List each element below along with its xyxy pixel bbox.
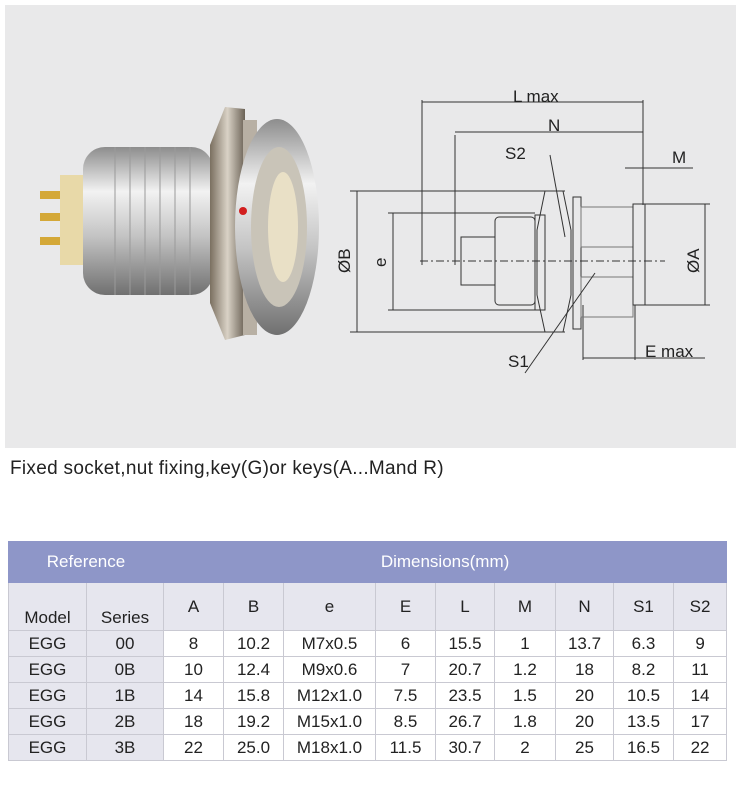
table-cell: M12x1.0 <box>283 682 376 709</box>
table-cell: 18 <box>163 708 224 735</box>
reference-header: Reference <box>8 541 164 583</box>
table-cell: EGG <box>8 708 87 735</box>
dimension-drawing <box>350 100 710 374</box>
table-cell: 20.7 <box>435 656 495 683</box>
table-cell: EGG <box>8 630 87 657</box>
table-cell: 14 <box>163 682 224 709</box>
table-cell: M15x1.0 <box>283 708 376 735</box>
column-header: M <box>494 582 556 631</box>
table-cell: M9x0.6 <box>283 656 376 683</box>
column-header: B <box>223 582 284 631</box>
table-cell: 8.5 <box>375 708 436 735</box>
table-cell: M18x1.0 <box>283 734 376 761</box>
table-cell: 3B <box>86 734 164 761</box>
table-cell: 2B <box>86 708 164 735</box>
table-cell: 10 <box>163 656 224 683</box>
column-header: S1 <box>613 582 674 631</box>
label-s2: S2 <box>505 144 526 163</box>
table-cell: 1.2 <box>494 656 556 683</box>
table-cell: 1.8 <box>494 708 556 735</box>
column-header: S2 <box>672 582 728 631</box>
table-cell: 6.3 <box>613 630 674 657</box>
table-cell: 13.5 <box>613 708 674 735</box>
label-dia-b: ØB <box>335 248 354 273</box>
table-cell: 16.5 <box>613 734 674 761</box>
table-cell: 25 <box>555 734 614 761</box>
table-cell: 15.8 <box>223 682 284 709</box>
table-cell: EGG <box>8 734 87 761</box>
table-cell: 7 <box>375 656 436 683</box>
group-header-row: Reference Dimensions(mm) <box>8 541 728 583</box>
product-figure: L max N M S2 S1 E max ØB e ØA <box>5 5 736 448</box>
table-cell: EGG <box>8 682 87 709</box>
table-cell: 1 <box>494 630 556 657</box>
dimensions-header: Dimensions(mm) <box>162 541 728 583</box>
table-cell: 17 <box>672 708 728 735</box>
table-cell: 22 <box>163 734 224 761</box>
dimensions-table: Reference Dimensions(mm) Model Series A … <box>8 541 728 761</box>
table-cell: 25.0 <box>223 734 284 761</box>
table-cell: 19.2 <box>223 708 284 735</box>
table-cell: 11 <box>672 656 728 683</box>
table-cell: 1.5 <box>494 682 556 709</box>
column-header-row: Model Series A B e E L M N S1 S2 <box>8 582 728 631</box>
table-cell: 22 <box>672 734 728 761</box>
table-cell: 30.7 <box>435 734 495 761</box>
table-cell: 0B <box>86 656 164 683</box>
label-s1: S1 <box>508 352 529 371</box>
table-cell: 23.5 <box>435 682 495 709</box>
column-header: A <box>163 582 224 631</box>
table-cell: 15.5 <box>435 630 495 657</box>
table-cell: 8.2 <box>613 656 674 683</box>
label-l-max: L max <box>513 87 559 106</box>
table-cell: 1B <box>86 682 164 709</box>
column-header: Series <box>86 582 164 631</box>
connector-photo <box>40 107 319 340</box>
label-e-max: E max <box>645 342 694 361</box>
table-cell: 8 <box>163 630 224 657</box>
label-m: M <box>672 148 686 167</box>
label-e: e <box>371 258 390 267</box>
column-header: e <box>283 582 376 631</box>
table-cell: M7x0.5 <box>283 630 376 657</box>
table-cell: 9 <box>672 630 728 657</box>
label-dia-a: ØA <box>684 248 703 273</box>
column-header: N <box>555 582 614 631</box>
table-cell: EGG <box>8 656 87 683</box>
table-cell: 14 <box>672 682 728 709</box>
figure-caption: Fixed socket,nut fixing,key(G)or keys(A.… <box>10 458 444 479</box>
table-cell: 6 <box>375 630 436 657</box>
table-cell: 18 <box>555 656 614 683</box>
connector-illustration: L max N M S2 S1 E max ØB e ØA <box>40 87 710 374</box>
table-cell: 20 <box>555 708 614 735</box>
column-header: Model <box>8 582 87 631</box>
table-cell: 10.5 <box>613 682 674 709</box>
table-cell: 13.7 <box>555 630 614 657</box>
label-n: N <box>548 116 560 135</box>
table-cell: 7.5 <box>375 682 436 709</box>
table-cell: 11.5 <box>375 734 436 761</box>
table-cell: 26.7 <box>435 708 495 735</box>
column-header: L <box>435 582 495 631</box>
table-cell: 00 <box>86 630 164 657</box>
table-cell: 20 <box>555 682 614 709</box>
table-cell: 10.2 <box>223 630 284 657</box>
table-cell: 12.4 <box>223 656 284 683</box>
column-header: E <box>375 582 436 631</box>
table-cell: 2 <box>494 734 556 761</box>
